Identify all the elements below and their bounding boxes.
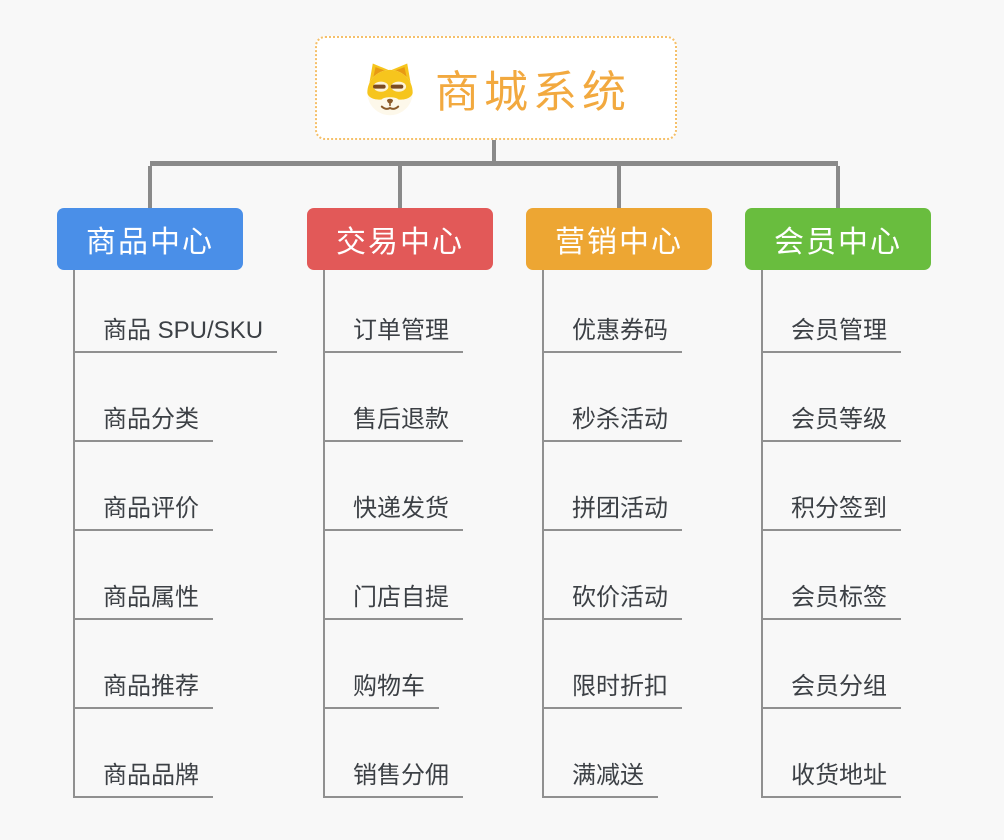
connector-branch-drop [398,166,402,208]
connector-child-spine [542,270,544,798]
leaf-node-trade-center-0[interactable]: 订单管理 [323,314,463,353]
leaf-node-member-center-2[interactable]: 积分签到 [761,492,901,531]
leaf-node-member-center-3[interactable]: 会员标签 [761,581,901,620]
branch-label: 营销中心 [555,226,683,259]
branch-node-product-center[interactable]: 商品中心 [57,208,243,270]
branch-label: 会员中心 [774,226,902,259]
leaf-node-member-center-5[interactable]: 收货地址 [761,759,901,798]
leaf-node-member-center-1[interactable]: 会员等级 [761,403,901,442]
leaf-node-product-center-5[interactable]: 商品品牌 [73,759,213,798]
leaf-node-product-center-4[interactable]: 商品推荐 [73,670,213,709]
leaf-node-marketing-center-4[interactable]: 限时折扣 [542,670,682,709]
branch-node-marketing-center[interactable]: 营销中心 [526,208,712,270]
leaf-node-marketing-center-5[interactable]: 满减送 [542,759,658,798]
connector-child-spine [73,270,75,798]
leaf-node-trade-center-5[interactable]: 销售分佣 [323,759,463,798]
leaf-node-trade-center-2[interactable]: 快递发货 [323,492,463,531]
leaf-node-marketing-center-1[interactable]: 秒杀活动 [542,403,682,442]
connector-child-spine [323,270,325,798]
leaf-node-trade-center-4[interactable]: 购物车 [323,670,439,709]
connector-branch-drop [148,166,152,208]
connector-branch-drop [836,166,840,208]
leaf-node-member-center-4[interactable]: 会员分组 [761,670,901,709]
connector-branch-drop [617,166,621,208]
branch-label: 商品中心 [86,226,214,259]
leaf-node-marketing-center-3[interactable]: 砍价活动 [542,581,682,620]
branch-node-member-center[interactable]: 会员中心 [745,208,931,270]
root-title: 商城系统 [435,68,631,117]
connector-child-spine [761,270,763,798]
leaf-node-marketing-center-0[interactable]: 优惠券码 [542,314,682,353]
leaf-node-marketing-center-2[interactable]: 拼团活动 [542,492,682,531]
branch-label: 交易中心 [336,226,464,259]
leaf-node-product-center-1[interactable]: 商品分类 [73,403,213,442]
branch-node-trade-center[interactable]: 交易中心 [307,208,493,270]
dog-face-icon [367,63,413,116]
leaf-node-product-center-0[interactable]: 商品 SPU/SKU [73,314,278,353]
leaf-node-trade-center-3[interactable]: 门店自提 [323,581,463,620]
leaf-node-member-center-0[interactable]: 会员管理 [761,314,901,353]
leaf-node-product-center-3[interactable]: 商品属性 [73,581,213,620]
leaf-node-trade-center-1[interactable]: 售后退款 [323,403,463,442]
root-node[interactable]: 商城系统 [315,36,677,140]
connector-root-stem [492,140,496,161]
connector-bus [150,161,838,166]
leaf-node-product-center-2[interactable]: 商品评价 [73,492,213,531]
